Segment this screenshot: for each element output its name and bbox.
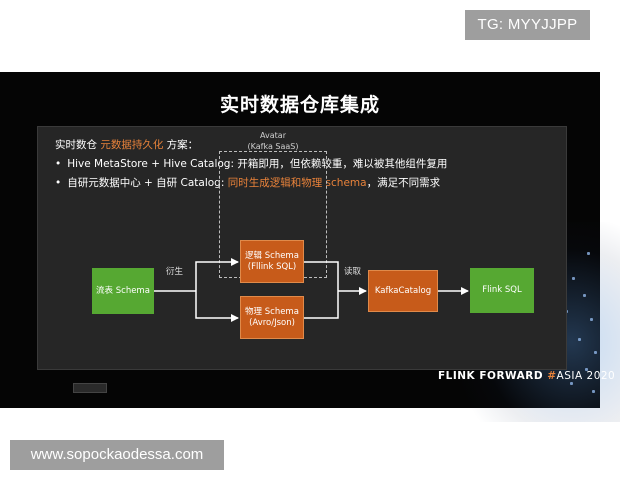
logo-text-asia: ASIA 2020 [556, 370, 616, 382]
telegram-watermark-badge: TG: MYYJJPP [465, 10, 590, 40]
avatar-label-title: Avatar [260, 131, 286, 140]
arrow-from-logical-schema [304, 261, 339, 291]
node-logical-schema-title: 逻辑 Schema [245, 250, 299, 261]
arrow-to-physical-schema [195, 291, 239, 322]
solution-description: 实时数仓 元数据持久化 方案： • Hive MetaStore + Hive C… [55, 136, 447, 193]
bullet-item-custom: • 自研元数据中心 + 自研 Catalog: 同时生成逻辑和物理 schema，… [55, 174, 447, 193]
node-stream-schema-label: 流表 Schema [96, 285, 150, 296]
node-flink-sql: Flink SQL [470, 268, 534, 313]
node-stream-schema: 流表 Schema [92, 268, 154, 314]
screenshot-page: TG: MYYJJPP 实时数据仓库集成 FLINK FORWARD #ASIA… [0, 10, 620, 470]
small-logo-tag [73, 383, 107, 393]
avatar-group-label: Avatar (Kafka SaaS) [218, 130, 328, 152]
node-physical-schema-title: 物理 Schema [245, 306, 299, 317]
bullet-highlight: 同时生成逻辑和物理 schema [227, 177, 367, 189]
bullet-text: Hive MetaStore + Hive Catalog: 开箱即用，但依赖较… [67, 158, 448, 170]
website-watermark-badge: www.sopockaodessa.com [10, 440, 224, 470]
node-kafka-catalog-label: KafkaCatalog [374, 285, 432, 296]
edge-label-read: 读取 [344, 267, 362, 277]
node-logical-schema: 逻辑 Schema (Fllink SQL) [240, 240, 304, 283]
intro-suffix: 方案： [163, 139, 199, 151]
flink-forward-logo: FLINK FORWARD #ASIA 2020 [438, 370, 615, 382]
arrow-from-physical-schema [304, 291, 339, 319]
bullet-dot: • [55, 158, 62, 170]
intro-line: 实时数仓 元数据持久化 方案： [55, 136, 447, 155]
diagram-arrows [154, 258, 469, 322]
logo-text-flink-forward: FLINK FORWARD [438, 370, 548, 382]
intro-prefix: 实时数仓 [55, 139, 101, 151]
arrow-to-logical-schema [195, 258, 239, 291]
bullet-dot: • [55, 177, 62, 189]
avatar-label-subtitle: (Kafka SaaS) [247, 142, 299, 151]
bullet-suffix: ，满足不同需求 [366, 177, 441, 189]
slide-title: 实时数据仓库集成 [219, 94, 380, 116]
bullet-item-hive: • Hive MetaStore + Hive Catalog: 开箱即用，但依赖… [55, 155, 447, 174]
node-physical-schema: 物理 Schema (Avro/Json) [240, 296, 304, 339]
logo-hash-symbol: # [547, 370, 557, 382]
intro-highlight: 元数据持久化 [100, 139, 164, 151]
bullet-text: 自研元数据中心 + 自研 Catalog: [67, 177, 228, 189]
node-logical-schema-subtitle: (Fllink SQL) [247, 261, 297, 272]
node-kafka-catalog: KafkaCatalog [368, 270, 438, 312]
node-physical-schema-subtitle: (Avro/Json) [249, 317, 295, 328]
node-flink-sql-label: Flink SQL [482, 285, 522, 295]
edge-label-derive: 衍生 [166, 267, 184, 277]
